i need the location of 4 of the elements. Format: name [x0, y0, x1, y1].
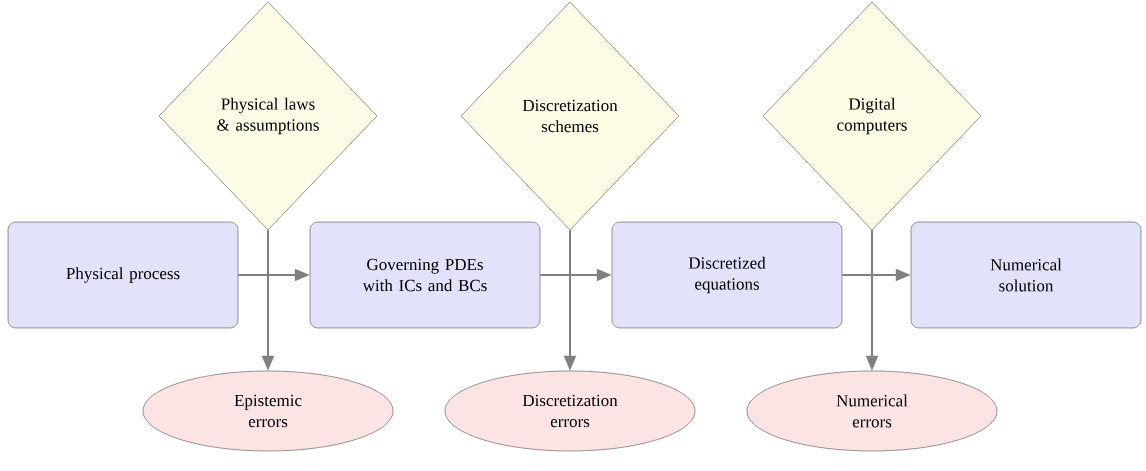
process-box: Governing PDEs with ICs and BCs — [309, 221, 541, 329]
process-box: Discretized equations — [611, 221, 843, 329]
process-box: Numerical solution — [910, 221, 1142, 329]
process-box: Physical process — [7, 221, 239, 329]
